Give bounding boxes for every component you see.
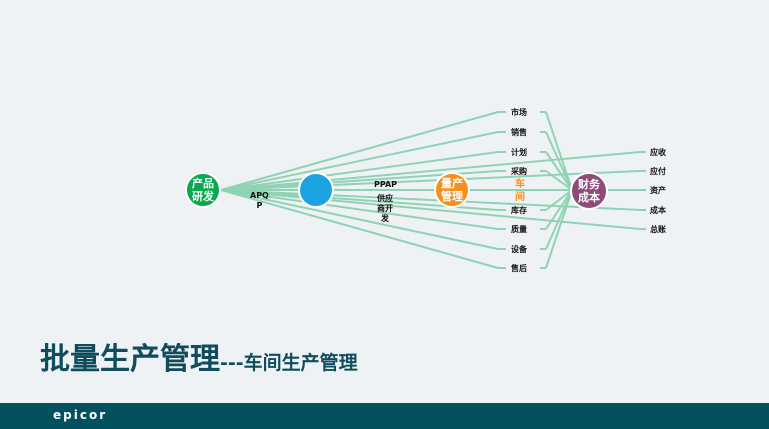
connector-line — [220, 111, 499, 191]
left-list-item: 市场 — [511, 108, 527, 117]
connector-line — [545, 189, 573, 250]
right-list-item: 应收 — [650, 148, 666, 157]
right-list-item: 成本 — [650, 206, 666, 215]
connector-line — [220, 131, 499, 191]
epicor-logo: epicor — [53, 408, 108, 422]
connector-line — [545, 151, 573, 191]
connector-line — [545, 111, 573, 191]
title-sub: ---车间生产管理 — [220, 352, 358, 374]
label-ppap: PPAP — [374, 180, 398, 189]
title-main: 批量生产管理 — [40, 342, 220, 377]
left-list-item: 采购 — [511, 167, 527, 176]
connector-line — [545, 189, 573, 269]
label-apqp: APQ P — [250, 191, 269, 210]
label-workshop: 车 间 — [515, 179, 525, 203]
left-list-item: 设备 — [511, 245, 527, 254]
node-blue — [298, 172, 334, 208]
right-list-item: 总账 — [650, 225, 666, 234]
left-list-item: 计划 — [511, 148, 527, 157]
page-title: 批量生产管理---车间生产管理 — [40, 334, 358, 378]
connector-line — [220, 189, 641, 211]
left-list-item: 销售 — [511, 128, 527, 137]
connector-line — [220, 189, 641, 230]
left-list-item: 质量 — [511, 225, 527, 234]
connector-line — [220, 189, 499, 250]
connector-line — [545, 189, 573, 230]
connector-line — [220, 170, 641, 191]
label-supplier: 供应 商开 发 — [377, 194, 393, 223]
right-list-item: 资产 — [650, 186, 666, 195]
node-finance: 财务 成本 — [570, 172, 608, 210]
connector-line — [220, 151, 641, 191]
node-product-dev: 产品 研发 — [185, 172, 221, 208]
connector-line — [220, 189, 499, 269]
left-list-item: 售后 — [511, 264, 527, 273]
connector-line — [220, 189, 499, 230]
connector-line — [545, 131, 573, 191]
footer-bar: epicor — [0, 403, 769, 429]
right-list-item: 应付 — [650, 167, 666, 176]
node-mass-prod: 量产 管理 — [434, 172, 470, 208]
connector-line — [220, 151, 499, 191]
left-list-item: 库存 — [511, 206, 527, 215]
